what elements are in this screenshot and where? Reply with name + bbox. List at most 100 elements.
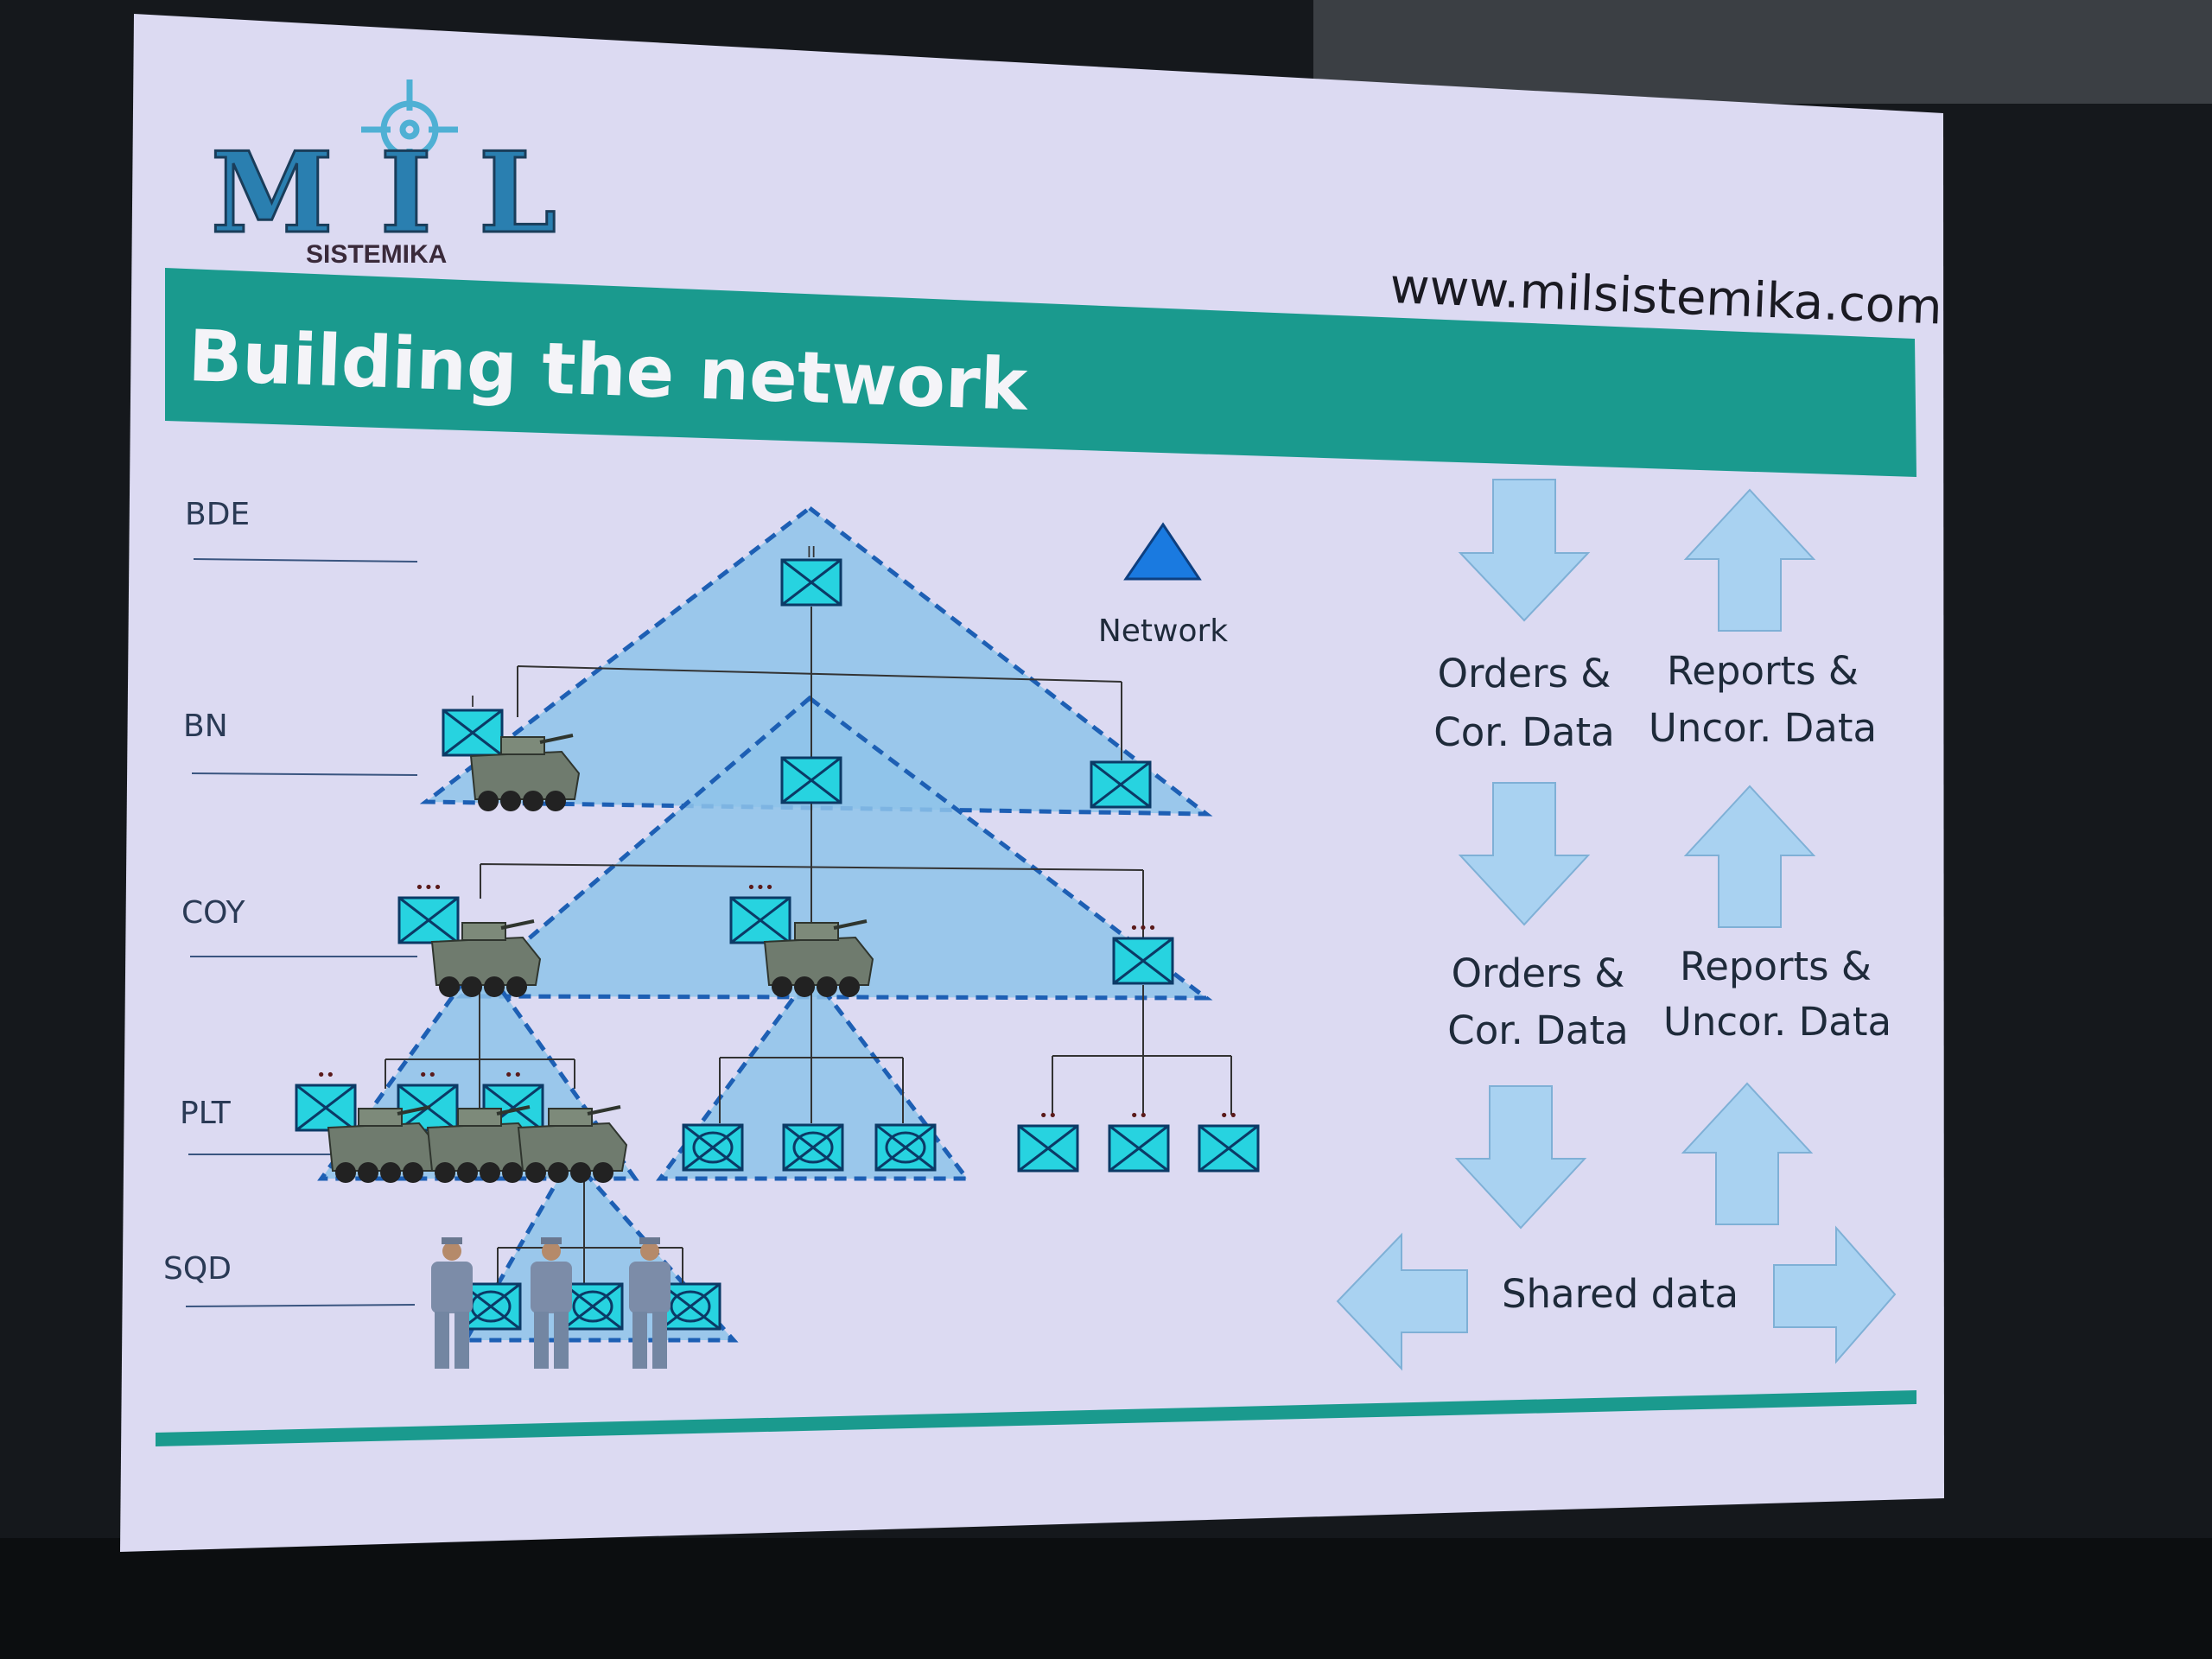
- arrow-up-icon: [1683, 488, 1816, 632]
- cross-icon: [563, 1282, 623, 1331]
- cross-icon: [1198, 1124, 1259, 1173]
- unit-symbol: ••: [295, 1066, 357, 1132]
- unit-symbol: [782, 1123, 844, 1172]
- level-label-coy: COY: [181, 895, 246, 931]
- flow-label: Orders &: [1452, 950, 1625, 996]
- level-line: [191, 772, 418, 776]
- level-label-bn: BN: [183, 709, 228, 744]
- cross-icon: [1109, 1124, 1169, 1173]
- flow-label: Reports &: [1667, 648, 1859, 694]
- echelon-mark-bde: II: [807, 543, 817, 562]
- armored-vehicle-icon: [517, 1105, 628, 1183]
- echelon-mark-plt: ••: [1039, 1107, 1057, 1125]
- connectors: [385, 607, 1232, 1286]
- echelon-mark-plt: ••: [1219, 1107, 1237, 1125]
- shared-data-label: Shared data: [1502, 1271, 1738, 1317]
- soldiers: [431, 1237, 671, 1369]
- soldier-icon: [431, 1237, 473, 1369]
- vehicles: [327, 734, 874, 1183]
- recon-ellipse-icon: [692, 1131, 734, 1164]
- flow-label: Reports &: [1680, 944, 1872, 989]
- unit-symbol: •••: [729, 879, 791, 944]
- unit-symbol: [659, 1282, 721, 1331]
- arrow-down-icon: [1458, 782, 1591, 926]
- arrow-up-icon: [1681, 1082, 1814, 1225]
- unit-symbol: ••: [1108, 1107, 1170, 1173]
- soldier-icon: [531, 1237, 572, 1369]
- bottom-rule: [156, 1390, 1916, 1446]
- unit-symbol: [442, 709, 504, 757]
- cross-icon: [1090, 760, 1151, 809]
- unit-symbol: ••: [1198, 1107, 1260, 1173]
- armored-vehicle-icon: [763, 919, 874, 997]
- recon-ellipse-icon: [792, 1131, 834, 1164]
- connector-plt: [497, 1179, 683, 1286]
- cross-icon: [442, 709, 503, 757]
- ceiling: [1313, 0, 2212, 104]
- soldier-icon: [629, 1237, 671, 1369]
- cross-icon: [398, 896, 459, 944]
- recon-ellipse-icon: [885, 1131, 926, 1164]
- title-banner: [165, 268, 1916, 477]
- echelon-mark-coy: •••: [1129, 919, 1157, 938]
- unit-symbol: [1090, 760, 1152, 809]
- cross-icon: [783, 1123, 843, 1172]
- armored-vehicle-icon: [430, 919, 542, 997]
- echelon-mark-bn: I: [470, 693, 474, 711]
- armored-vehicle-icon: [426, 1105, 537, 1183]
- unit-symbol: •••: [1112, 919, 1174, 985]
- arrow-right-icon: [1773, 1225, 1897, 1364]
- echelon-mark-coy: •••: [747, 879, 774, 897]
- level-label-bde: BDE: [185, 497, 250, 532]
- unit-symbol: [780, 756, 842, 804]
- legend: Network: [1098, 522, 1228, 649]
- cross-icon: [781, 756, 842, 804]
- recon-ellipse-icon: [572, 1290, 613, 1323]
- monitor-bezel: [0, 1538, 2212, 1659]
- cross-icon: [1113, 937, 1173, 985]
- arrow-up-icon: [1683, 785, 1816, 928]
- network-triangle-bn: [455, 695, 1213, 1001]
- arrow-down-icon: [1454, 1085, 1587, 1230]
- echelon-marks: II I: [470, 543, 816, 711]
- data-flows: Orders & Cor. Data Reports & Uncor. Data…: [1336, 479, 1897, 1371]
- echelon-mark-plt: ••: [316, 1066, 334, 1084]
- cross-icon: [660, 1282, 721, 1331]
- arrow-down-icon: [1458, 479, 1591, 622]
- recon-ellipse-icon: [670, 1290, 711, 1323]
- cross-icon: [781, 558, 842, 607]
- echelon-mark-plt: ••: [1129, 1107, 1147, 1125]
- arrow-left-icon: [1336, 1232, 1468, 1371]
- connector-bde: [517, 607, 1122, 760]
- flow-label: Orders &: [1438, 651, 1611, 696]
- cross-icon: [1018, 1124, 1078, 1173]
- unit-symbol: [562, 1282, 624, 1331]
- level-line: [185, 1304, 416, 1307]
- network-legend-triangle-icon: [1123, 522, 1202, 581]
- level-label-plt: PLT: [180, 1096, 232, 1131]
- logo: MIL SISTEMIKA: [210, 79, 558, 269]
- echelon-mark-plt: ••: [418, 1066, 436, 1084]
- connector-coy-middle: [719, 994, 904, 1123]
- connector-bn: [480, 804, 1144, 946]
- armored-vehicle-icon: [469, 734, 581, 811]
- logo-subtitle: SISTEMIKA: [306, 240, 447, 269]
- connector-coy-left: [385, 985, 575, 1123]
- logo-wordmark: MIL: [211, 129, 556, 258]
- flow-label: Cor. Data: [1447, 1007, 1628, 1053]
- echelon-mark-coy: •••: [415, 879, 442, 897]
- unit-symbol: [780, 558, 842, 607]
- cross-icon: [730, 896, 791, 944]
- flow-label: Uncor. Data: [1663, 999, 1891, 1045]
- legend-label: Network: [1098, 613, 1228, 649]
- cross-icon: [875, 1123, 936, 1172]
- unit-symbol: ••: [1017, 1107, 1079, 1173]
- cross-icon: [683, 1123, 743, 1172]
- cross-icon: [296, 1084, 356, 1132]
- level-label-sqd: SQD: [163, 1251, 232, 1287]
- unit-symbol: •••: [397, 879, 460, 944]
- level-labels: BDE BN COY PLT SQD: [163, 497, 418, 1307]
- echelon-mark-plt: ••: [504, 1066, 522, 1084]
- flow-label: Uncor. Data: [1649, 705, 1877, 751]
